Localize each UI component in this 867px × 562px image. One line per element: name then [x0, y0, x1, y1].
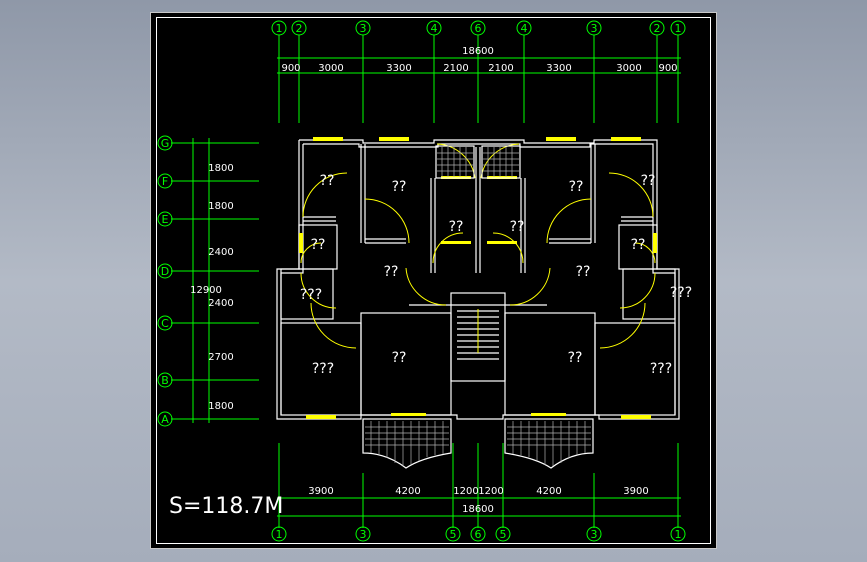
grid-bubble: [586, 20, 602, 36]
room-label: ??: [449, 219, 464, 235]
bottom-dim: 4200: [536, 486, 561, 497]
top-dim: 2100: [443, 63, 468, 74]
bottom-total-dim: 18600: [462, 504, 494, 515]
left-dim: 2400: [208, 247, 233, 258]
grid-label: 4: [521, 22, 528, 35]
grid-label: 5: [500, 528, 507, 541]
top-total-dim: 18600: [462, 46, 494, 57]
grid-label: C: [161, 317, 169, 330]
drawing-border: [156, 17, 711, 544]
walls: [276, 139, 680, 420]
bottom-dim: 3900: [308, 486, 333, 497]
room-label: ??: [384, 264, 399, 280]
grid-label: G: [161, 137, 170, 150]
grid-label: 3: [591, 22, 598, 35]
grid-label: 1: [675, 528, 682, 541]
grid-bubble: [670, 20, 686, 36]
room-label: ??: [392, 350, 407, 366]
bottom-dim: 1200: [478, 486, 503, 497]
bottom-dim: 3900: [623, 486, 648, 497]
grid-label: F: [162, 175, 168, 188]
grid-label: E: [162, 213, 169, 226]
grid-label: A: [161, 413, 169, 426]
grid-label: 1: [276, 22, 283, 35]
grid-bubble: [649, 20, 665, 36]
room-label: ??: [568, 350, 583, 366]
left-total-dim: 12900: [190, 285, 222, 296]
grid-label: 1: [675, 22, 682, 35]
grid-bubble: [271, 20, 287, 36]
windows: [299, 137, 657, 419]
drawing-frame: 1 2 3 4 6 4 3 2 1 18600 900 3000 3300 21…: [150, 12, 717, 549]
grid-bubble: [291, 20, 307, 36]
grid-label: 5: [450, 528, 457, 541]
left-dim: 1800: [208, 163, 233, 174]
room-label: ??: [510, 219, 525, 235]
balcony-hatch: [362, 145, 594, 469]
left-dim: 1800: [208, 401, 233, 412]
grid-label: 3: [360, 22, 367, 35]
top-dim: 3300: [386, 63, 411, 74]
grid-label: 2: [654, 22, 661, 35]
bottom-grid: 3900 4200 1200 1200 4200 3900 18600 1 3 …: [271, 443, 686, 542]
grid-label: 4: [431, 22, 438, 35]
room-label: ??: [320, 173, 335, 189]
room-label: ??: [641, 173, 656, 189]
grid-label: 3: [360, 528, 367, 541]
top-dim: 3000: [318, 63, 343, 74]
top-dim: 2100: [488, 63, 513, 74]
room-label: ??: [392, 179, 407, 195]
grid-label: 6: [475, 22, 482, 35]
room-label: ???: [670, 285, 692, 301]
grid-bubble: [470, 20, 486, 36]
area-label: S=118.7M: [169, 494, 283, 519]
grid-label: B: [161, 374, 169, 387]
top-grid: 1 2 3 4 6 4 3 2 1 18600 900 3000 3300 21…: [271, 20, 686, 123]
grid-label: 6: [475, 528, 482, 541]
bottom-dim: 1200: [453, 486, 478, 497]
grid-label: 3: [591, 528, 598, 541]
grid-label: 2: [296, 22, 303, 35]
top-dim: 3000: [616, 63, 641, 74]
room-labels: ?? ?? ?? ?? ?? ?? ?? ?? ?? ?? ?? ?? ??? …: [300, 173, 692, 377]
floor-plan-drawing: 1 2 3 4 6 4 3 2 1 18600 900 3000 3300 21…: [157, 20, 692, 542]
top-dim: 900: [658, 63, 677, 74]
left-grid: G F E D C B A 1800 1800 2400 2400 2700 1…: [157, 135, 259, 427]
grid-label: D: [161, 265, 169, 278]
left-dim: 1800: [208, 201, 233, 212]
grid-bubble: [426, 20, 442, 36]
room-label: ??: [631, 237, 646, 253]
room-label: ??: [576, 264, 591, 280]
room-label: ???: [312, 361, 334, 377]
left-dim: 2700: [208, 352, 233, 363]
bottom-dim: 4200: [395, 486, 420, 497]
left-dim: 2400: [208, 298, 233, 309]
top-dim: 3300: [546, 63, 571, 74]
room-label: ???: [300, 287, 322, 303]
grid-label: 1: [276, 528, 283, 541]
grid-bubble: [516, 20, 532, 36]
top-dim: 900: [281, 63, 300, 74]
room-label: ??: [569, 179, 584, 195]
room-label: ??: [311, 237, 326, 253]
room-label: ???: [650, 361, 672, 377]
grid-bubble: [355, 20, 371, 36]
